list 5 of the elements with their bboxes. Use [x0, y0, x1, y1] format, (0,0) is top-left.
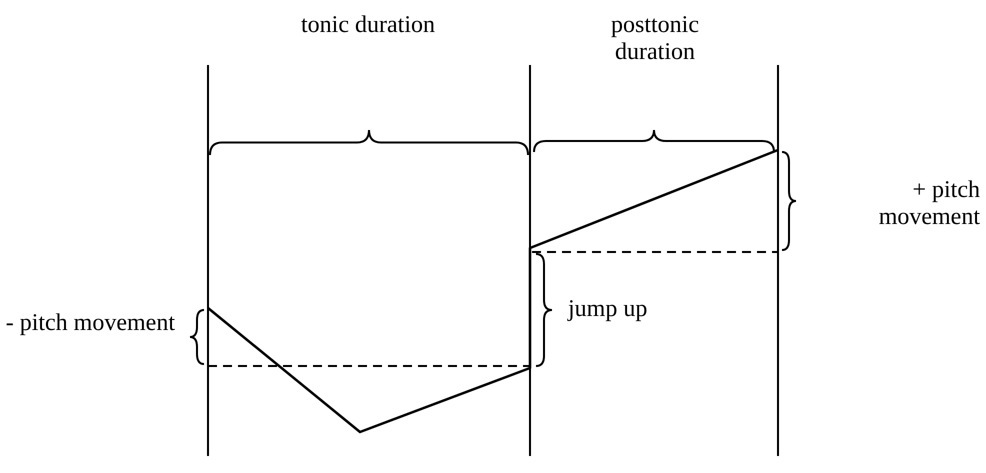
- duration-label: posttonic duration: [610, 12, 700, 66]
- pitch-movement-label: + pitch movement: [878, 177, 980, 231]
- jump-label: jump up: [568, 296, 648, 323]
- duration-label: tonic duration: [300, 12, 436, 39]
- pitch-movement-label: - pitch movement: [5, 310, 175, 337]
